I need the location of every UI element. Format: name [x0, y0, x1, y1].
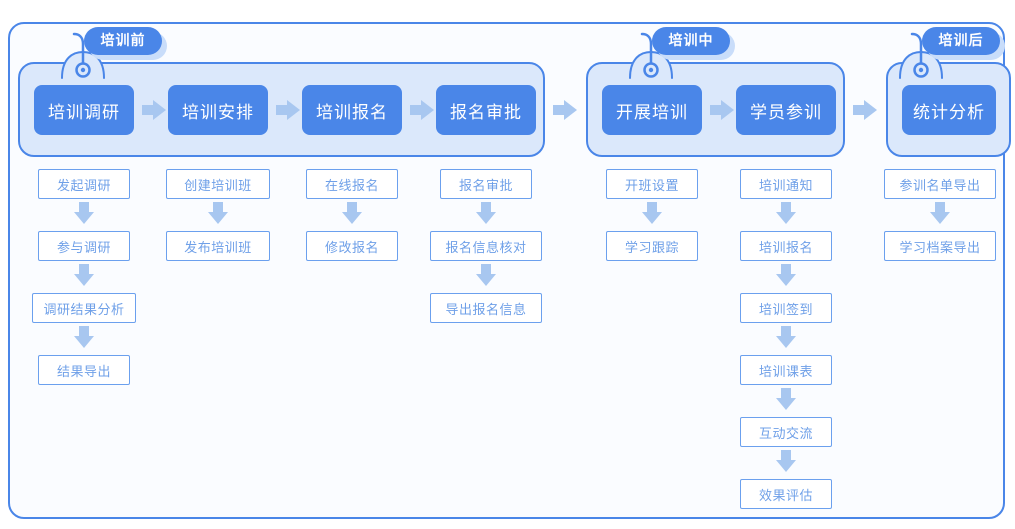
task-arrow-icon: [930, 202, 950, 224]
step-box-registration-approval[interactable]: 报名审批: [436, 85, 536, 135]
task-arrow-icon: [776, 326, 796, 348]
task-box[interactable]: 调研结果分析: [32, 293, 136, 323]
step-box-conduct-training[interactable]: 开展培训: [602, 85, 702, 135]
step-arrow-icon: [276, 100, 300, 120]
phase-tag-pre-training: 培训前: [55, 24, 195, 86]
task-arrow-icon: [776, 264, 796, 286]
task-arrow-icon: [74, 264, 94, 286]
task-arrow-icon: [642, 202, 662, 224]
phase-tag-label: 培训后: [922, 27, 1000, 55]
task-box[interactable]: 开班设置: [606, 169, 698, 199]
task-box[interactable]: 培训报名: [740, 231, 832, 261]
task-box[interactable]: 报名审批: [440, 169, 532, 199]
step-box-training-survey[interactable]: 培训调研: [34, 85, 134, 135]
task-box[interactable]: 发布培训班: [166, 231, 270, 261]
task-box[interactable]: 发起调研: [38, 169, 130, 199]
task-box[interactable]: 参与调研: [38, 231, 130, 261]
task-arrow-icon: [476, 202, 496, 224]
task-box[interactable]: 修改报名: [306, 231, 398, 261]
step-arrow-icon: [410, 100, 434, 120]
task-arrow-icon: [342, 202, 362, 224]
phase-tag-label: 培训中: [652, 27, 730, 55]
task-arrow-icon: [776, 202, 796, 224]
phase-tag-hook-icon: [899, 32, 943, 79]
task-arrow-icon: [476, 264, 496, 286]
step-box-training-registration[interactable]: 培训报名: [302, 85, 402, 135]
group-arrow-icon: [553, 100, 577, 120]
phase-tag-hook-icon: [629, 32, 673, 79]
phase-tag-during-training: 培训中: [623, 24, 763, 86]
task-arrow-icon: [208, 202, 228, 224]
task-box[interactable]: 互动交流: [740, 417, 832, 447]
phase-tag-post-training: 培训后: [893, 24, 1015, 86]
task-box[interactable]: 导出报名信息: [430, 293, 542, 323]
step-box-training-arrangement[interactable]: 培训安排: [168, 85, 268, 135]
step-arrow-icon: [142, 100, 166, 120]
step-box-trainee-participation[interactable]: 学员参训: [736, 85, 836, 135]
task-box[interactable]: 报名信息核对: [430, 231, 542, 261]
task-arrow-icon: [776, 450, 796, 472]
task-arrow-icon: [74, 326, 94, 348]
phase-tag-label: 培训前: [84, 27, 162, 55]
phase-tag-hook-icon: [61, 32, 105, 79]
task-box[interactable]: 学习档案导出: [884, 231, 996, 261]
task-box[interactable]: 结果导出: [38, 355, 130, 385]
group-arrow-icon: [853, 100, 877, 120]
task-arrow-icon: [776, 388, 796, 410]
task-box[interactable]: 学习跟踪: [606, 231, 698, 261]
task-box[interactable]: 参训名单导出: [884, 169, 996, 199]
step-box-statistical-analysis[interactable]: 统计分析: [902, 85, 996, 135]
task-arrow-icon: [74, 202, 94, 224]
task-box[interactable]: 创建培训班: [166, 169, 270, 199]
task-box[interactable]: 培训课表: [740, 355, 832, 385]
task-box[interactable]: 效果评估: [740, 479, 832, 509]
task-box[interactable]: 培训通知: [740, 169, 832, 199]
task-box[interactable]: 在线报名: [306, 169, 398, 199]
step-arrow-icon: [710, 100, 734, 120]
task-box[interactable]: 培训签到: [740, 293, 832, 323]
